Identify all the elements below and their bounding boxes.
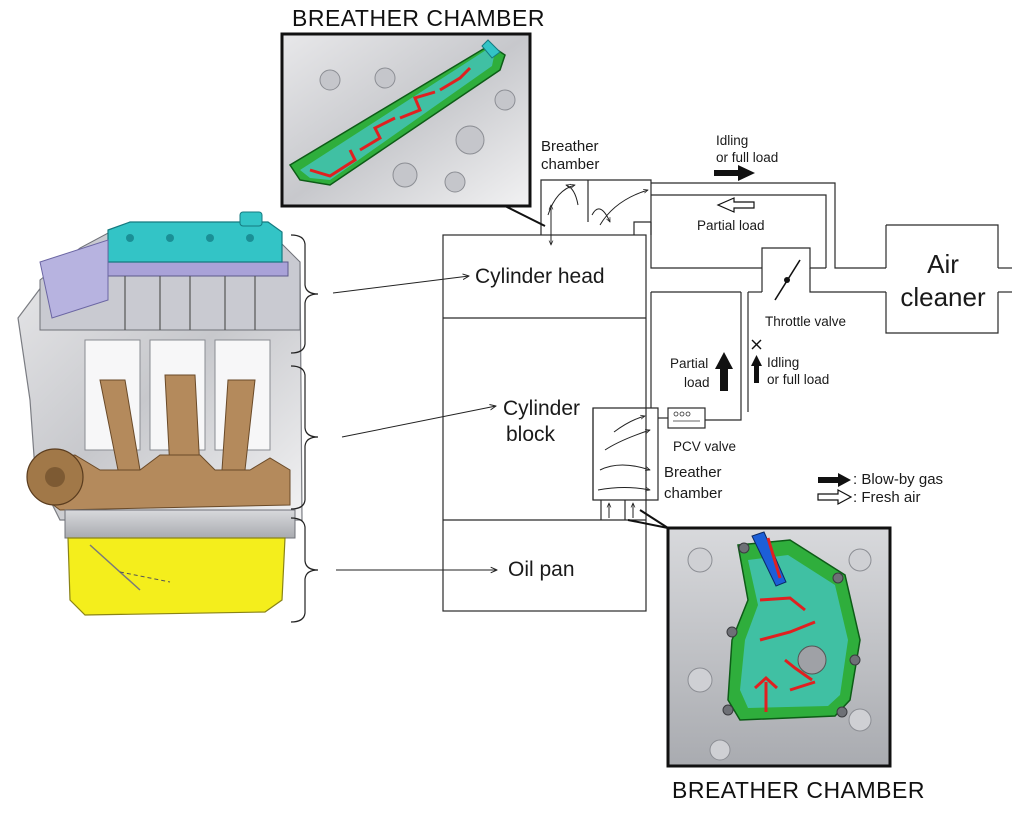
breather-chamber-top-label-line1: Breather	[541, 138, 599, 155]
partial-load-top-label: Partial load	[697, 218, 765, 233]
engine-cutaway	[17, 211, 303, 616]
fresh-air-arrow-top	[716, 197, 755, 213]
blocked-arrow-idling	[751, 339, 762, 383]
idling-side-label-line2: or full load	[767, 372, 830, 387]
air-cleaner-label-line1: Air	[927, 249, 959, 279]
legend-blow-by-label: : Blow-by gas	[853, 471, 944, 488]
throttle-valve-label: Throttle valve	[765, 314, 847, 329]
oil-pan-label: Oil pan	[508, 558, 575, 581]
breather-chamber-bottom-label-line1: Breather	[664, 464, 722, 481]
breather-chamber-top-label-line2: chamber	[541, 156, 600, 173]
breather-chamber-bottom-label-line2: chamber	[664, 485, 723, 502]
blow-by-arrow-partial	[715, 352, 733, 391]
cylinder-block-label-line2: block	[506, 423, 556, 446]
engine-schematic	[442, 179, 1012, 612]
breather-chamber-photo-top	[280, 32, 546, 227]
partial-load-side-label-line1: Partial	[670, 356, 709, 371]
idling-top-label-line2: or full load	[716, 150, 779, 165]
legend-symbols	[817, 473, 853, 506]
blow-by-arrow-top	[714, 165, 755, 181]
breather-chamber-photo-bottom	[627, 509, 892, 768]
air-cleaner-label-line2: cleaner	[900, 282, 986, 312]
partial-load-side-label-line2: load	[684, 375, 710, 390]
top-inset-title: BREATHER CHAMBER	[292, 5, 545, 31]
bottom-inset-title: BREATHER CHAMBER	[672, 777, 925, 803]
pcv-valve-label: PCV valve	[673, 439, 737, 454]
cylinder-head-label: Cylinder head	[475, 265, 605, 288]
pcv-valve-symbol	[673, 411, 700, 422]
legend-fresh-air-label: : Fresh air	[853, 489, 921, 506]
section-braces	[290, 234, 319, 623]
idling-side-label-line1: Idling	[767, 355, 800, 370]
throttle-valve-symbol	[774, 259, 801, 301]
idling-top-label-line1: Idling	[716, 133, 749, 148]
cylinder-block-label-line1: Cylinder	[503, 397, 581, 420]
